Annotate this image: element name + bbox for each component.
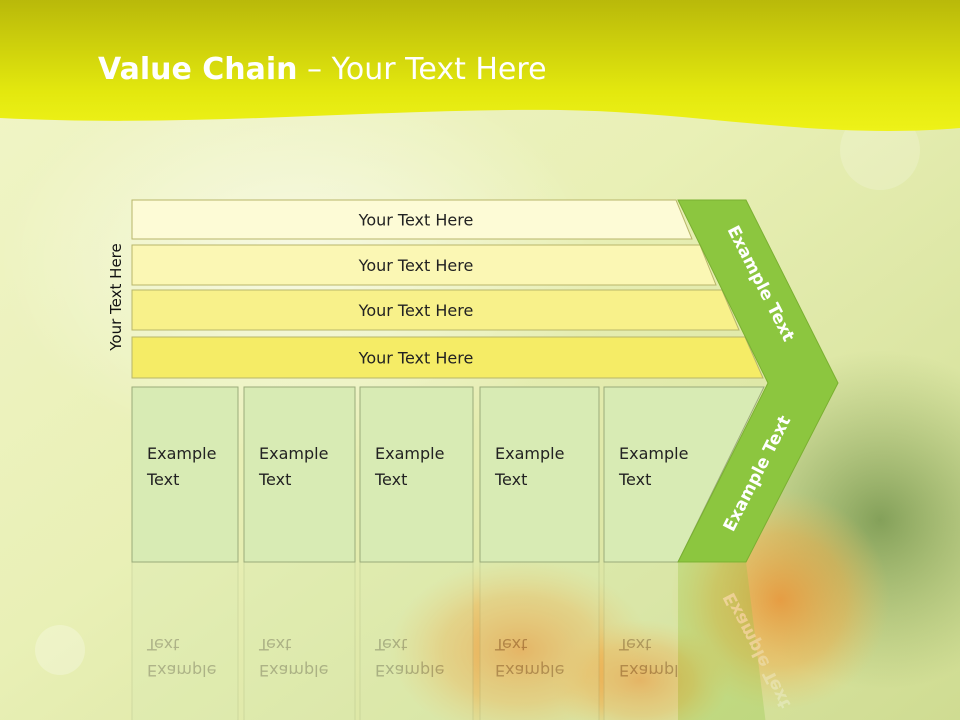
box-3	[359, 386, 474, 563]
arrow-reflection-shape	[678, 562, 766, 720]
bar-label-2: Your Text Here	[358, 256, 474, 275]
reflection-group: ExampleTextExampleTextExampleTextExample…	[131, 561, 795, 720]
box-label-line1-5: Example	[619, 444, 688, 463]
box-1	[131, 386, 239, 563]
slide-title: Value Chain – Your Text Here	[98, 52, 547, 87]
box-reflection-line1-5: Example	[619, 661, 688, 680]
box-label-line2-3: Text	[374, 470, 407, 489]
bar-label-3: Your Text Here	[358, 301, 474, 320]
box-reflection-line2-4: Text	[494, 635, 527, 654]
box-reflection-line2-1: Text	[146, 635, 179, 654]
box-reflection-line2-5: Text	[618, 635, 651, 654]
box-reflection-4: Example Text	[479, 561, 600, 720]
bar-4	[131, 336, 764, 379]
box-reflection-line1-4: Example	[495, 661, 564, 680]
box-reflection-shape-1	[131, 561, 239, 720]
box-reflection-shape-2	[243, 561, 356, 720]
bar-label-1: Your Text Here	[358, 211, 474, 230]
box-label-line2-1: Text	[146, 470, 179, 489]
box-label-line1-4: Example	[495, 444, 564, 463]
box-reflection-line2-2: Text	[258, 635, 291, 654]
chevron-arrow	[677, 199, 839, 563]
box-reflection-shape-3	[359, 561, 474, 720]
box-reflection-line2-3: Text	[374, 635, 407, 654]
box-label-line2-4: Text	[494, 470, 527, 489]
box-reflection-shape-5	[603, 561, 757, 720]
box-reflection-2: Example Text	[243, 561, 356, 720]
box-label-line1-2: Example	[259, 444, 328, 463]
box-reflection-line1-1: Example	[147, 661, 216, 680]
bar-1	[131, 199, 693, 240]
bar-3	[131, 289, 740, 331]
box-label-line1-3: Example	[375, 444, 444, 463]
box-label-line1-1: Example	[147, 444, 216, 463]
slide-title-rest: – Your Text Here	[297, 52, 547, 87]
bar-2	[131, 244, 717, 286]
box-label-line2-2: Text	[258, 470, 291, 489]
box-reflection-line1-3: Example	[375, 661, 444, 680]
box-reflection-1: Example Text	[131, 561, 239, 720]
box-4	[479, 386, 600, 563]
box-2	[243, 386, 356, 563]
arrow-reflection: Example Text	[678, 562, 795, 720]
bar-label-4: Your Text Here	[358, 349, 474, 368]
box-reflection-5: Example Text	[603, 561, 757, 720]
box-label-line2-5: Text	[618, 470, 651, 489]
box-reflection-shape-4	[479, 561, 600, 720]
box-reflection-3: Example Text	[359, 561, 474, 720]
slide-title-bold: Value Chain	[98, 52, 298, 87]
box-reflection-line1-2: Example	[259, 661, 328, 680]
